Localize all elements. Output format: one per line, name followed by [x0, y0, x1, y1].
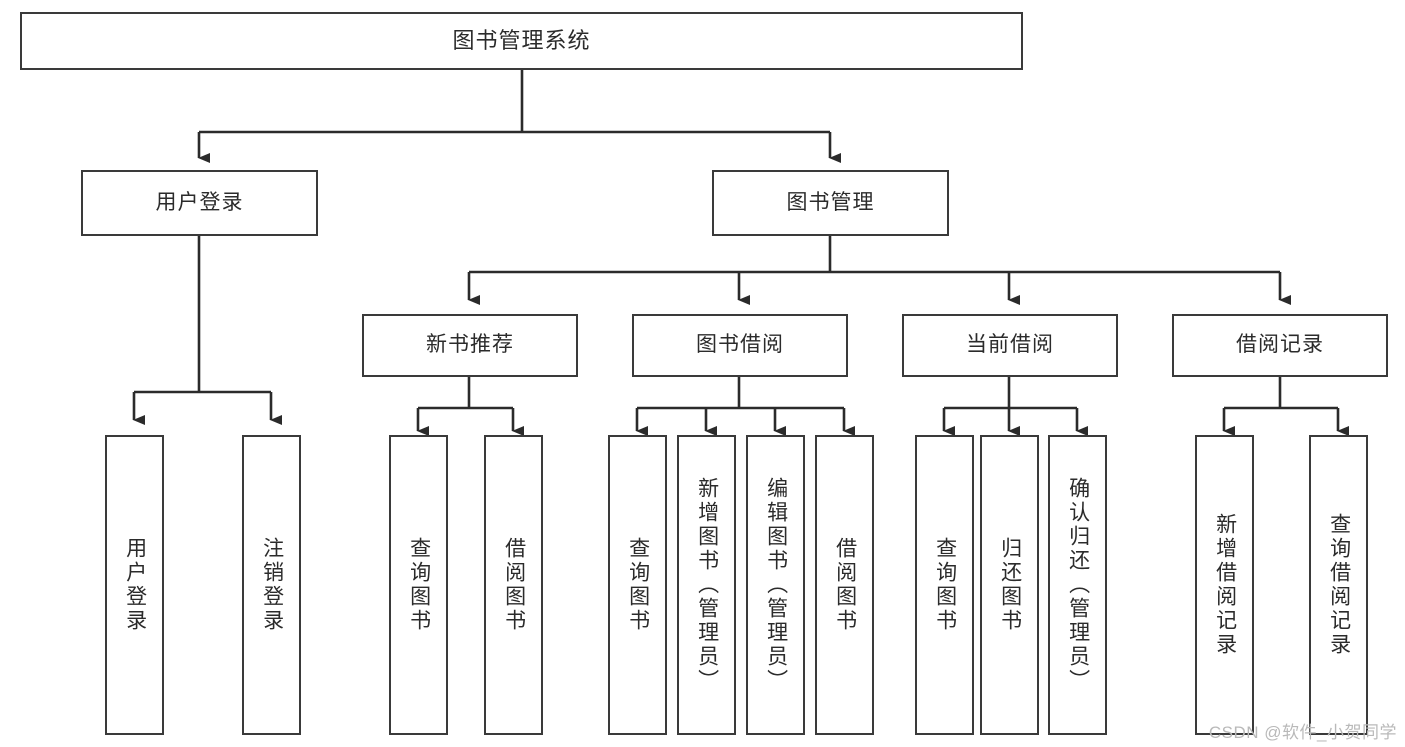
node-label: 查询图书 — [933, 537, 957, 633]
leaf-query-book-current[interactable]: 查询图书 — [915, 435, 974, 735]
node-label: 新书推荐 — [426, 333, 514, 357]
leaf-query-borrow-record[interactable]: 查询借阅记录 — [1309, 435, 1368, 735]
node-user-login[interactable]: 用户登录 — [81, 170, 318, 236]
node-book-management[interactable]: 图书管理 — [712, 170, 949, 236]
node-label: 新增图书（管理员） — [695, 477, 719, 693]
leaf-return-book[interactable]: 归还图书 — [980, 435, 1039, 735]
node-new-book-recommend[interactable]: 新书推荐 — [362, 314, 578, 377]
leaf-edit-book[interactable]: 编辑图书（管理员） — [746, 435, 805, 735]
node-label: 借阅图书 — [502, 537, 526, 633]
node-label: 图书管理 — [786, 190, 875, 214]
leaf-query-book-recommend[interactable]: 查询图书 — [389, 435, 448, 735]
node-label: 借阅记录 — [1236, 333, 1324, 357]
node-label: 图书借阅 — [696, 333, 784, 357]
node-label: 借阅图书 — [833, 537, 857, 633]
node-label: 查询图书 — [407, 537, 431, 633]
node-label: 查询图书 — [626, 537, 650, 633]
leaf-add-borrow-record[interactable]: 新增借阅记录 — [1195, 435, 1254, 735]
leaf-logout[interactable]: 注销登录 — [242, 435, 301, 735]
node-label: 用户登录 — [123, 537, 147, 633]
node-label: 新增借阅记录 — [1213, 513, 1237, 657]
node-root-book-management-system[interactable]: 图书管理系统 — [20, 12, 1023, 70]
node-borrow-record[interactable]: 借阅记录 — [1172, 314, 1388, 377]
node-book-borrow[interactable]: 图书借阅 — [632, 314, 848, 377]
leaf-borrow-book-recommend[interactable]: 借阅图书 — [484, 435, 543, 735]
node-label: 归还图书 — [998, 537, 1022, 633]
leaf-add-book[interactable]: 新增图书（管理员） — [677, 435, 736, 735]
node-current-borrow[interactable]: 当前借阅 — [902, 314, 1118, 377]
node-label: 查询借阅记录 — [1327, 513, 1351, 657]
node-label: 当前借阅 — [966, 333, 1054, 357]
watermark-text: CSDN @软件_小贺同学 — [1208, 723, 1397, 742]
node-label: 编辑图书（管理员） — [764, 477, 788, 693]
node-label: 注销登录 — [260, 537, 284, 633]
node-label: 用户登录 — [155, 190, 244, 214]
node-label: 确认归还（管理员） — [1066, 477, 1090, 693]
leaf-user-login[interactable]: 用户登录 — [105, 435, 164, 735]
node-label: 图书管理系统 — [452, 28, 591, 54]
leaf-query-book-borrow[interactable]: 查询图书 — [608, 435, 667, 735]
leaf-borrow-book[interactable]: 借阅图书 — [815, 435, 874, 735]
leaf-confirm-return[interactable]: 确认归还（管理员） — [1048, 435, 1107, 735]
